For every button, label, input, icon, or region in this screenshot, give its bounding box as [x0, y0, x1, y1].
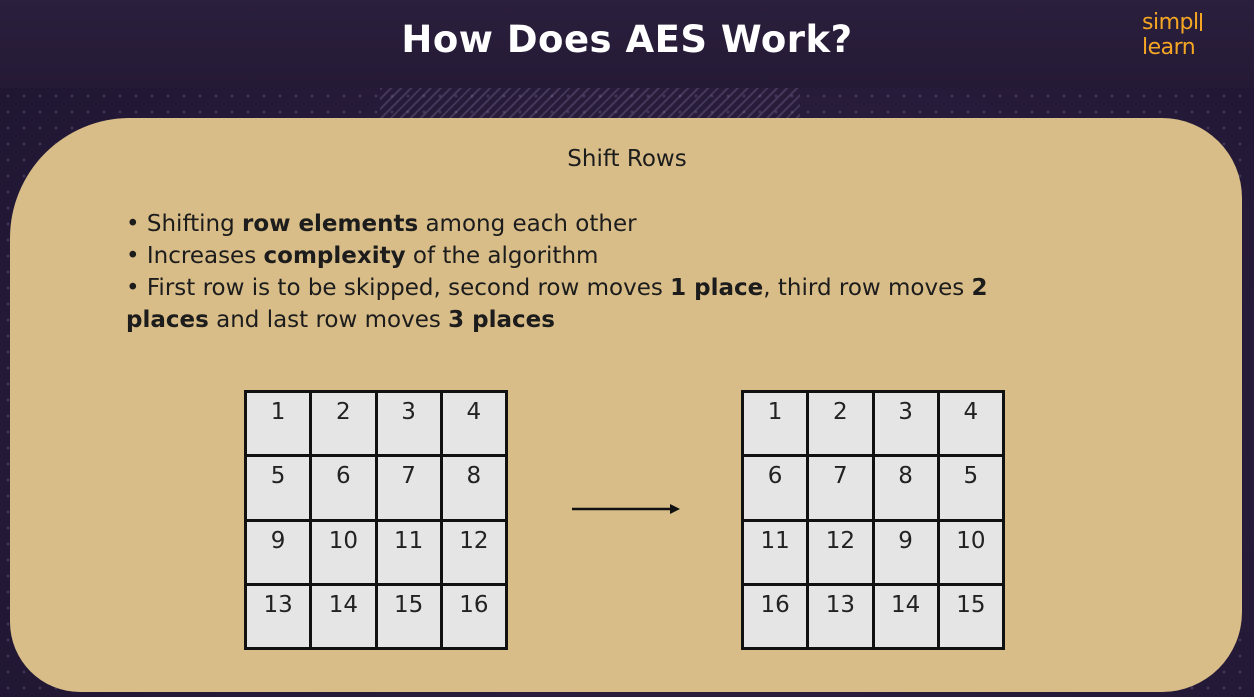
content-panel	[10, 118, 1242, 692]
bullet-3-line2-bold: places	[126, 307, 209, 333]
matrix-cell: 15	[377, 585, 440, 647]
slide-title: How Does AES Work?	[401, 18, 853, 61]
matrix-cell: 10	[312, 521, 375, 583]
matrix-cell: 11	[377, 521, 440, 583]
panel-heading: Shift Rows	[567, 146, 687, 172]
bullet-item-1: • Shifting row elements among each other	[126, 208, 1126, 240]
matrix-cell: 8	[442, 457, 505, 519]
matrix-cell: 1	[744, 393, 807, 455]
striped-decoration	[380, 88, 800, 118]
matrix-cell: 2	[312, 393, 375, 455]
bullet-item-2: • Increases complexity of the algorithm	[126, 240, 1126, 272]
bullet-3-mid: , third row moves	[763, 275, 972, 301]
bullet-3-prefix: • First row is to be skipped, second row…	[126, 275, 671, 301]
matrix-cell: 11	[744, 521, 807, 583]
bullet-3-bold2: 2	[971, 275, 988, 301]
matrix-cell: 13	[247, 585, 310, 647]
bullet-1-bold: row elements	[242, 211, 419, 237]
matrix-cell: 8	[874, 457, 937, 519]
matrix-cell: 9	[874, 521, 937, 583]
bullet-item-3: • First row is to be skipped, second row…	[126, 272, 1126, 336]
arrow-head	[670, 504, 680, 514]
matrix-cell: 14	[312, 585, 375, 647]
logo-text-right: learn	[1142, 35, 1196, 60]
matrix-cell: 6	[744, 457, 807, 519]
matrix-cell: 3	[874, 393, 937, 455]
bullet-2-bold: complexity	[263, 243, 406, 269]
bullet-1-suffix: among each other	[418, 211, 637, 237]
bullet-1-prefix: • Shifting	[126, 211, 243, 237]
right-arrow-icon	[572, 504, 680, 514]
bullet-2-suffix: of the algorithm	[405, 243, 599, 269]
matrix-cell: 6	[312, 457, 375, 519]
bullet-3-line2-bold2: 3 places	[448, 307, 555, 333]
matrix-cell: 2	[809, 393, 872, 455]
matrix-cell: 16	[744, 585, 807, 647]
matrix-cell: 4	[939, 393, 1002, 455]
matrix-cell: 7	[809, 457, 872, 519]
matrix-cell: 13	[809, 585, 872, 647]
matrix-cell: 14	[874, 585, 937, 647]
logo-bar-icon	[1199, 13, 1202, 31]
matrix-cell: 12	[442, 521, 505, 583]
bullet-3-bold: 1 place	[670, 275, 764, 301]
matrix-cell: 7	[377, 457, 440, 519]
matrix-cell: 15	[939, 585, 1002, 647]
bullet-3-line2-mid: and last row moves	[208, 307, 449, 333]
matrix-cell: 16	[442, 585, 505, 647]
matrix-cell: 10	[939, 521, 1002, 583]
matrix-cell: 9	[247, 521, 310, 583]
simplilearn-logo: simpllearn	[1142, 10, 1254, 60]
matrix-cell: 5	[939, 457, 1002, 519]
matrix-cell: 4	[442, 393, 505, 455]
matrix-cell: 5	[247, 457, 310, 519]
bullet-2-prefix: • Increases	[126, 243, 264, 269]
matrix-cell: 12	[809, 521, 872, 583]
matrix-cell: 3	[377, 393, 440, 455]
bullet-list: • Shifting row elements among each other…	[126, 208, 1126, 336]
matrix-cell: 1	[247, 393, 310, 455]
header-band	[0, 0, 1254, 88]
logo-text-left: simpl	[1142, 10, 1199, 35]
